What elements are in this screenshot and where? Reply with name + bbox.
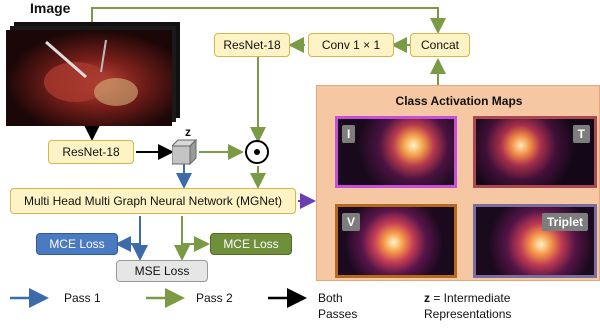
legend-pass1: Pass 1 — [64, 291, 101, 305]
mce-loss-green: MCE Loss — [210, 233, 292, 255]
cam-label-instrument: I — [342, 125, 356, 143]
mce-loss-blue: MCE Loss — [36, 233, 118, 255]
z-label: z — [185, 125, 191, 139]
cam-target: T — [473, 116, 597, 188]
legend-z: z = Intermediate Representations — [424, 290, 511, 322]
legend-z-line2: Representations — [424, 307, 512, 321]
resnet-left-node: ResNet-18 — [48, 140, 134, 164]
arrow-image-to-concat — [91, 7, 446, 34]
cam-verb: V — [335, 204, 457, 278]
cam-label-target: T — [572, 125, 590, 143]
mgnet-node: Multi Head Multi Graph Neural Network (M… — [10, 188, 296, 214]
cam-label-verb: V — [342, 213, 361, 231]
cam-panel: Class Activation Maps I T V Triplet — [316, 85, 600, 281]
mse-loss-node: MSE Loss — [116, 260, 208, 282]
concat-node: Concat — [410, 33, 470, 57]
hadamard-dot — [254, 149, 260, 155]
cam-label-triplet: Triplet — [541, 213, 588, 231]
legend-z-symbol: z — [424, 291, 430, 305]
hadamard-product-icon — [245, 140, 269, 164]
surgical-image — [6, 22, 180, 126]
z-cube-icon — [172, 138, 198, 166]
cam-triplet: Triplet — [473, 204, 597, 278]
legend-both-line1: Both — [318, 291, 343, 305]
legend-both: Both Passes — [318, 290, 357, 322]
resnet-top-node: ResNet-18 — [214, 33, 290, 57]
legend-pass2: Pass 2 — [196, 291, 233, 305]
arrow-mgnet-to-mce-green — [181, 216, 210, 252]
arrow-mgnet-to-mce-blue — [115, 216, 141, 252]
cam-title: Class Activation Maps — [395, 94, 523, 108]
legend-z-rest: = Intermediate — [430, 291, 511, 305]
legend-both-line2: Passes — [318, 307, 358, 321]
cam-instrument: I — [335, 116, 457, 188]
image-label: Image — [30, 0, 71, 16]
conv-node: Conv 1 × 1 — [308, 33, 394, 57]
